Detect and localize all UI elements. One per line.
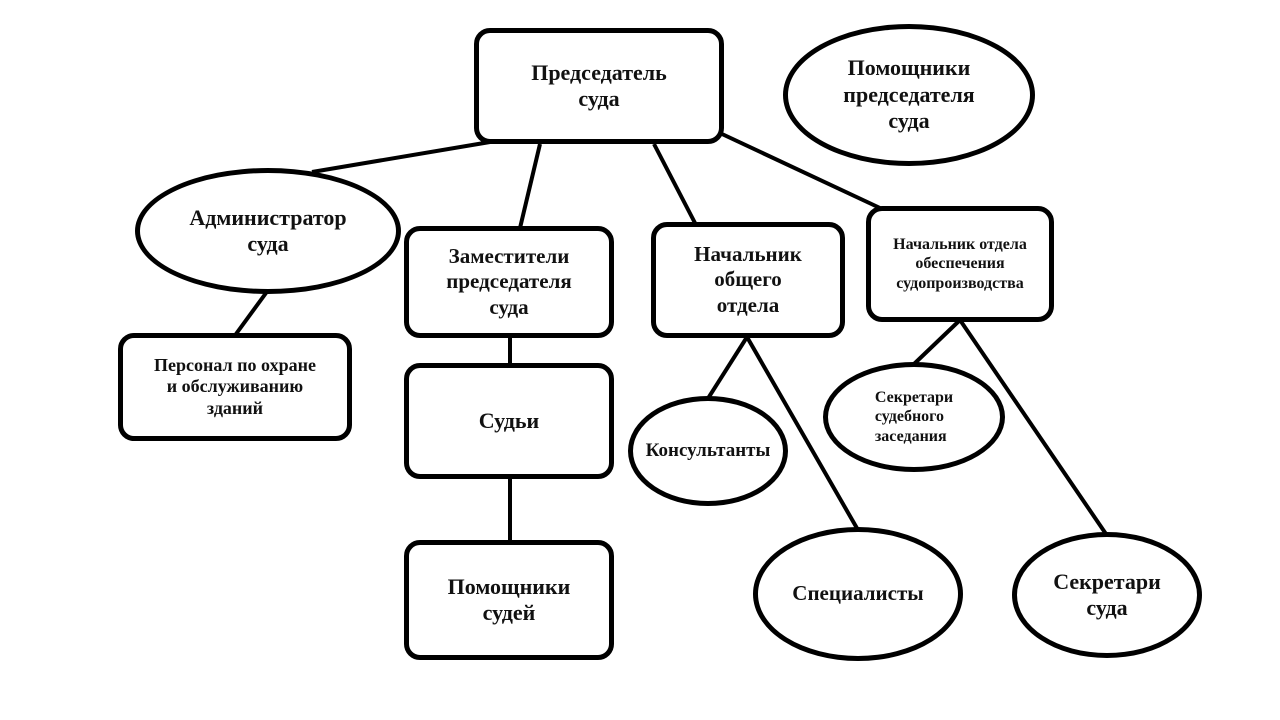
edge-general-consultants bbox=[705, 335, 749, 402]
node-administrator-label: Администратор суда bbox=[189, 204, 347, 256]
node-chairman-label: Председатель суда bbox=[531, 59, 667, 111]
node-security-staff: Персонал по охране и обслуживанию зданий bbox=[118, 333, 352, 441]
node-chairman-assistants: Помощники председателя суда bbox=[783, 24, 1035, 166]
edge-proceedings-court-secretaries bbox=[958, 318, 1108, 536]
edge-general-specialists bbox=[745, 336, 860, 531]
node-deputies-label: Заместители председателя суда bbox=[446, 244, 572, 319]
node-hearing-secretaries: Секретари судебного заседания bbox=[823, 362, 1005, 472]
node-consultants: Консультанты bbox=[628, 396, 788, 506]
node-judges: Судьи bbox=[404, 363, 614, 479]
edge-administrator-security bbox=[234, 291, 268, 336]
node-court-secretaries: Секретари суда bbox=[1012, 532, 1202, 658]
node-proceedings-head: Начальник отдела обеспечения судопроизво… bbox=[866, 206, 1054, 322]
node-chairman: Председатель суда bbox=[474, 28, 724, 144]
node-specialists: Специалисты bbox=[753, 527, 963, 661]
node-consultants-label: Консультанты bbox=[645, 439, 771, 461]
node-general-head-label: Начальник общего отдела bbox=[694, 242, 802, 317]
node-administrator: Администратор суда bbox=[135, 168, 401, 294]
node-judge-assistants-label: Помощники судей bbox=[447, 573, 571, 625]
node-deputies: Заместители председателя суда bbox=[404, 226, 614, 338]
node-hearing-secretaries-label: Секретари судебного заседания bbox=[874, 389, 954, 445]
edge-chairman-general-head bbox=[652, 143, 697, 224]
edge-proceedings-hearing bbox=[912, 318, 962, 366]
node-specialists-label: Специалисты bbox=[792, 581, 924, 606]
node-general-head: Начальник общего отдела bbox=[651, 222, 845, 338]
node-judge-assistants: Помощники судей bbox=[404, 540, 614, 660]
node-chairman-assistants-label: Помощники председателя суда bbox=[843, 55, 975, 134]
node-security-staff-label: Персонал по охране и обслуживанию зданий bbox=[154, 354, 316, 418]
edge-chairman-proceedings-head bbox=[721, 132, 881, 210]
node-court-secretaries-label: Секретари суда bbox=[1053, 568, 1161, 620]
edge-chairman-administrator bbox=[311, 140, 491, 174]
node-judges-label: Судьи bbox=[478, 407, 540, 433]
node-proceedings-head-label: Начальник отдела обеспечения судопроизво… bbox=[893, 236, 1027, 292]
edge-chairman-deputies bbox=[518, 143, 542, 229]
